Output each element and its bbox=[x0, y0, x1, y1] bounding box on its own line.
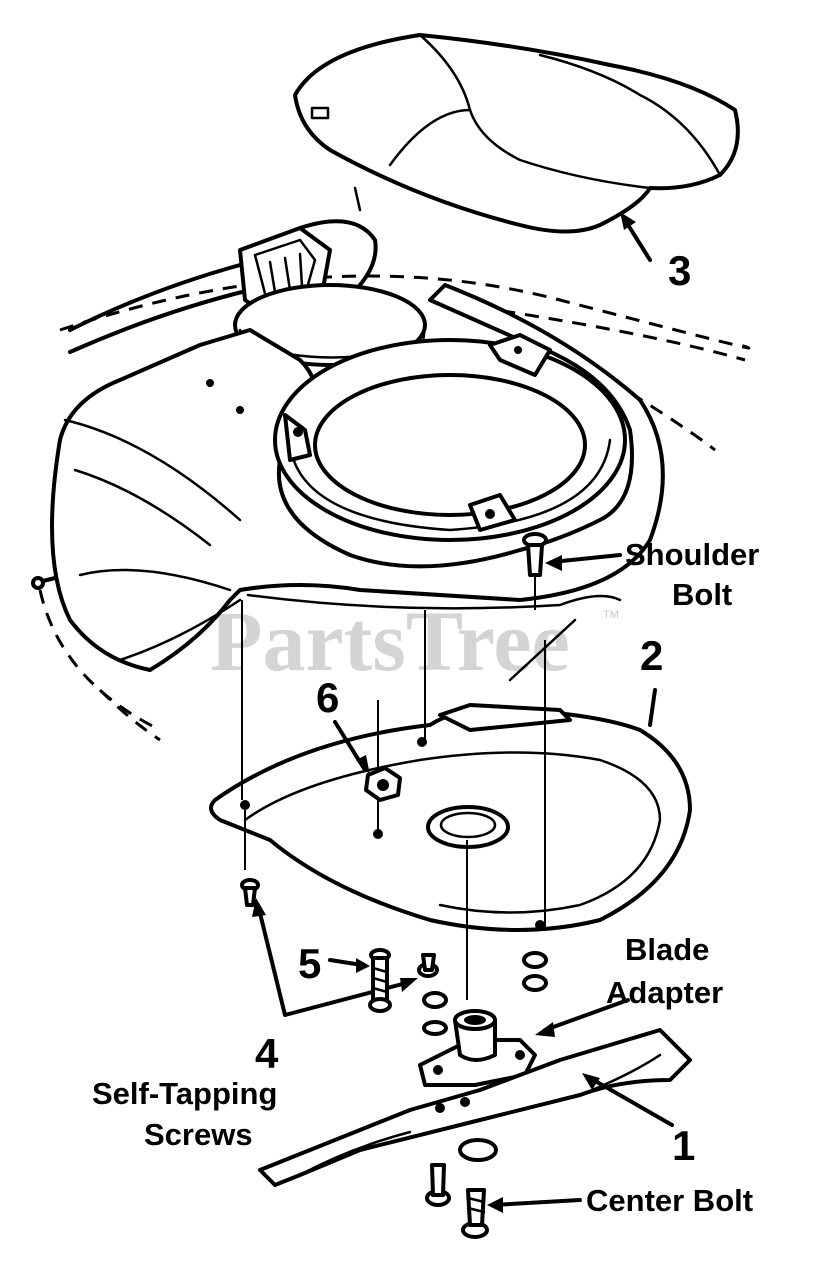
nut-part-6 bbox=[333, 720, 402, 839]
hardware-stack bbox=[422, 951, 548, 1036]
self-tapping-screws-part-4 bbox=[240, 878, 439, 1017]
blade-adapter-label-line1: Blade bbox=[625, 932, 709, 967]
shoulder-bolt bbox=[522, 532, 622, 610]
bolt-part-5 bbox=[328, 948, 392, 1013]
blade-adapter-label-line2: Adapter bbox=[606, 975, 723, 1010]
watermark: PartsTree TM bbox=[210, 593, 619, 689]
callout-1: 1 bbox=[672, 1122, 695, 1169]
watermark-trademark: TM bbox=[603, 609, 619, 621]
callout-3: 3 bbox=[668, 247, 691, 294]
callout-4: 4 bbox=[255, 1030, 279, 1077]
self-tapping-label-line2: Screws bbox=[144, 1117, 253, 1152]
callout-5: 5 bbox=[298, 940, 321, 987]
callout-labels: 3 Shoulder Bolt 2 6 Blade Adapter 5 4 Se… bbox=[92, 247, 759, 1218]
callout-2: 2 bbox=[640, 632, 663, 679]
shoulder-bolt-label-line1: Shoulder bbox=[625, 537, 759, 572]
watermark-text: PartsTree bbox=[210, 593, 570, 689]
self-tapping-label-line1: Self-Tapping bbox=[92, 1076, 277, 1111]
center-bolt-label: Center Bolt bbox=[586, 1183, 753, 1218]
assembly-lines bbox=[241, 600, 546, 1000]
shoulder-bolt-label-line2: Bolt bbox=[672, 577, 732, 612]
wire bbox=[246, 593, 622, 682]
discharge-cover-part-3 bbox=[293, 33, 740, 234]
mower-deck bbox=[31, 283, 665, 672]
center-bolt bbox=[425, 1138, 582, 1239]
blade-part-1 bbox=[258, 1028, 692, 1187]
baffle-part-2 bbox=[209, 703, 692, 932]
callout-6: 6 bbox=[316, 674, 339, 721]
blade-adapter bbox=[418, 998, 630, 1087]
callout-leaders bbox=[620, 212, 657, 727]
